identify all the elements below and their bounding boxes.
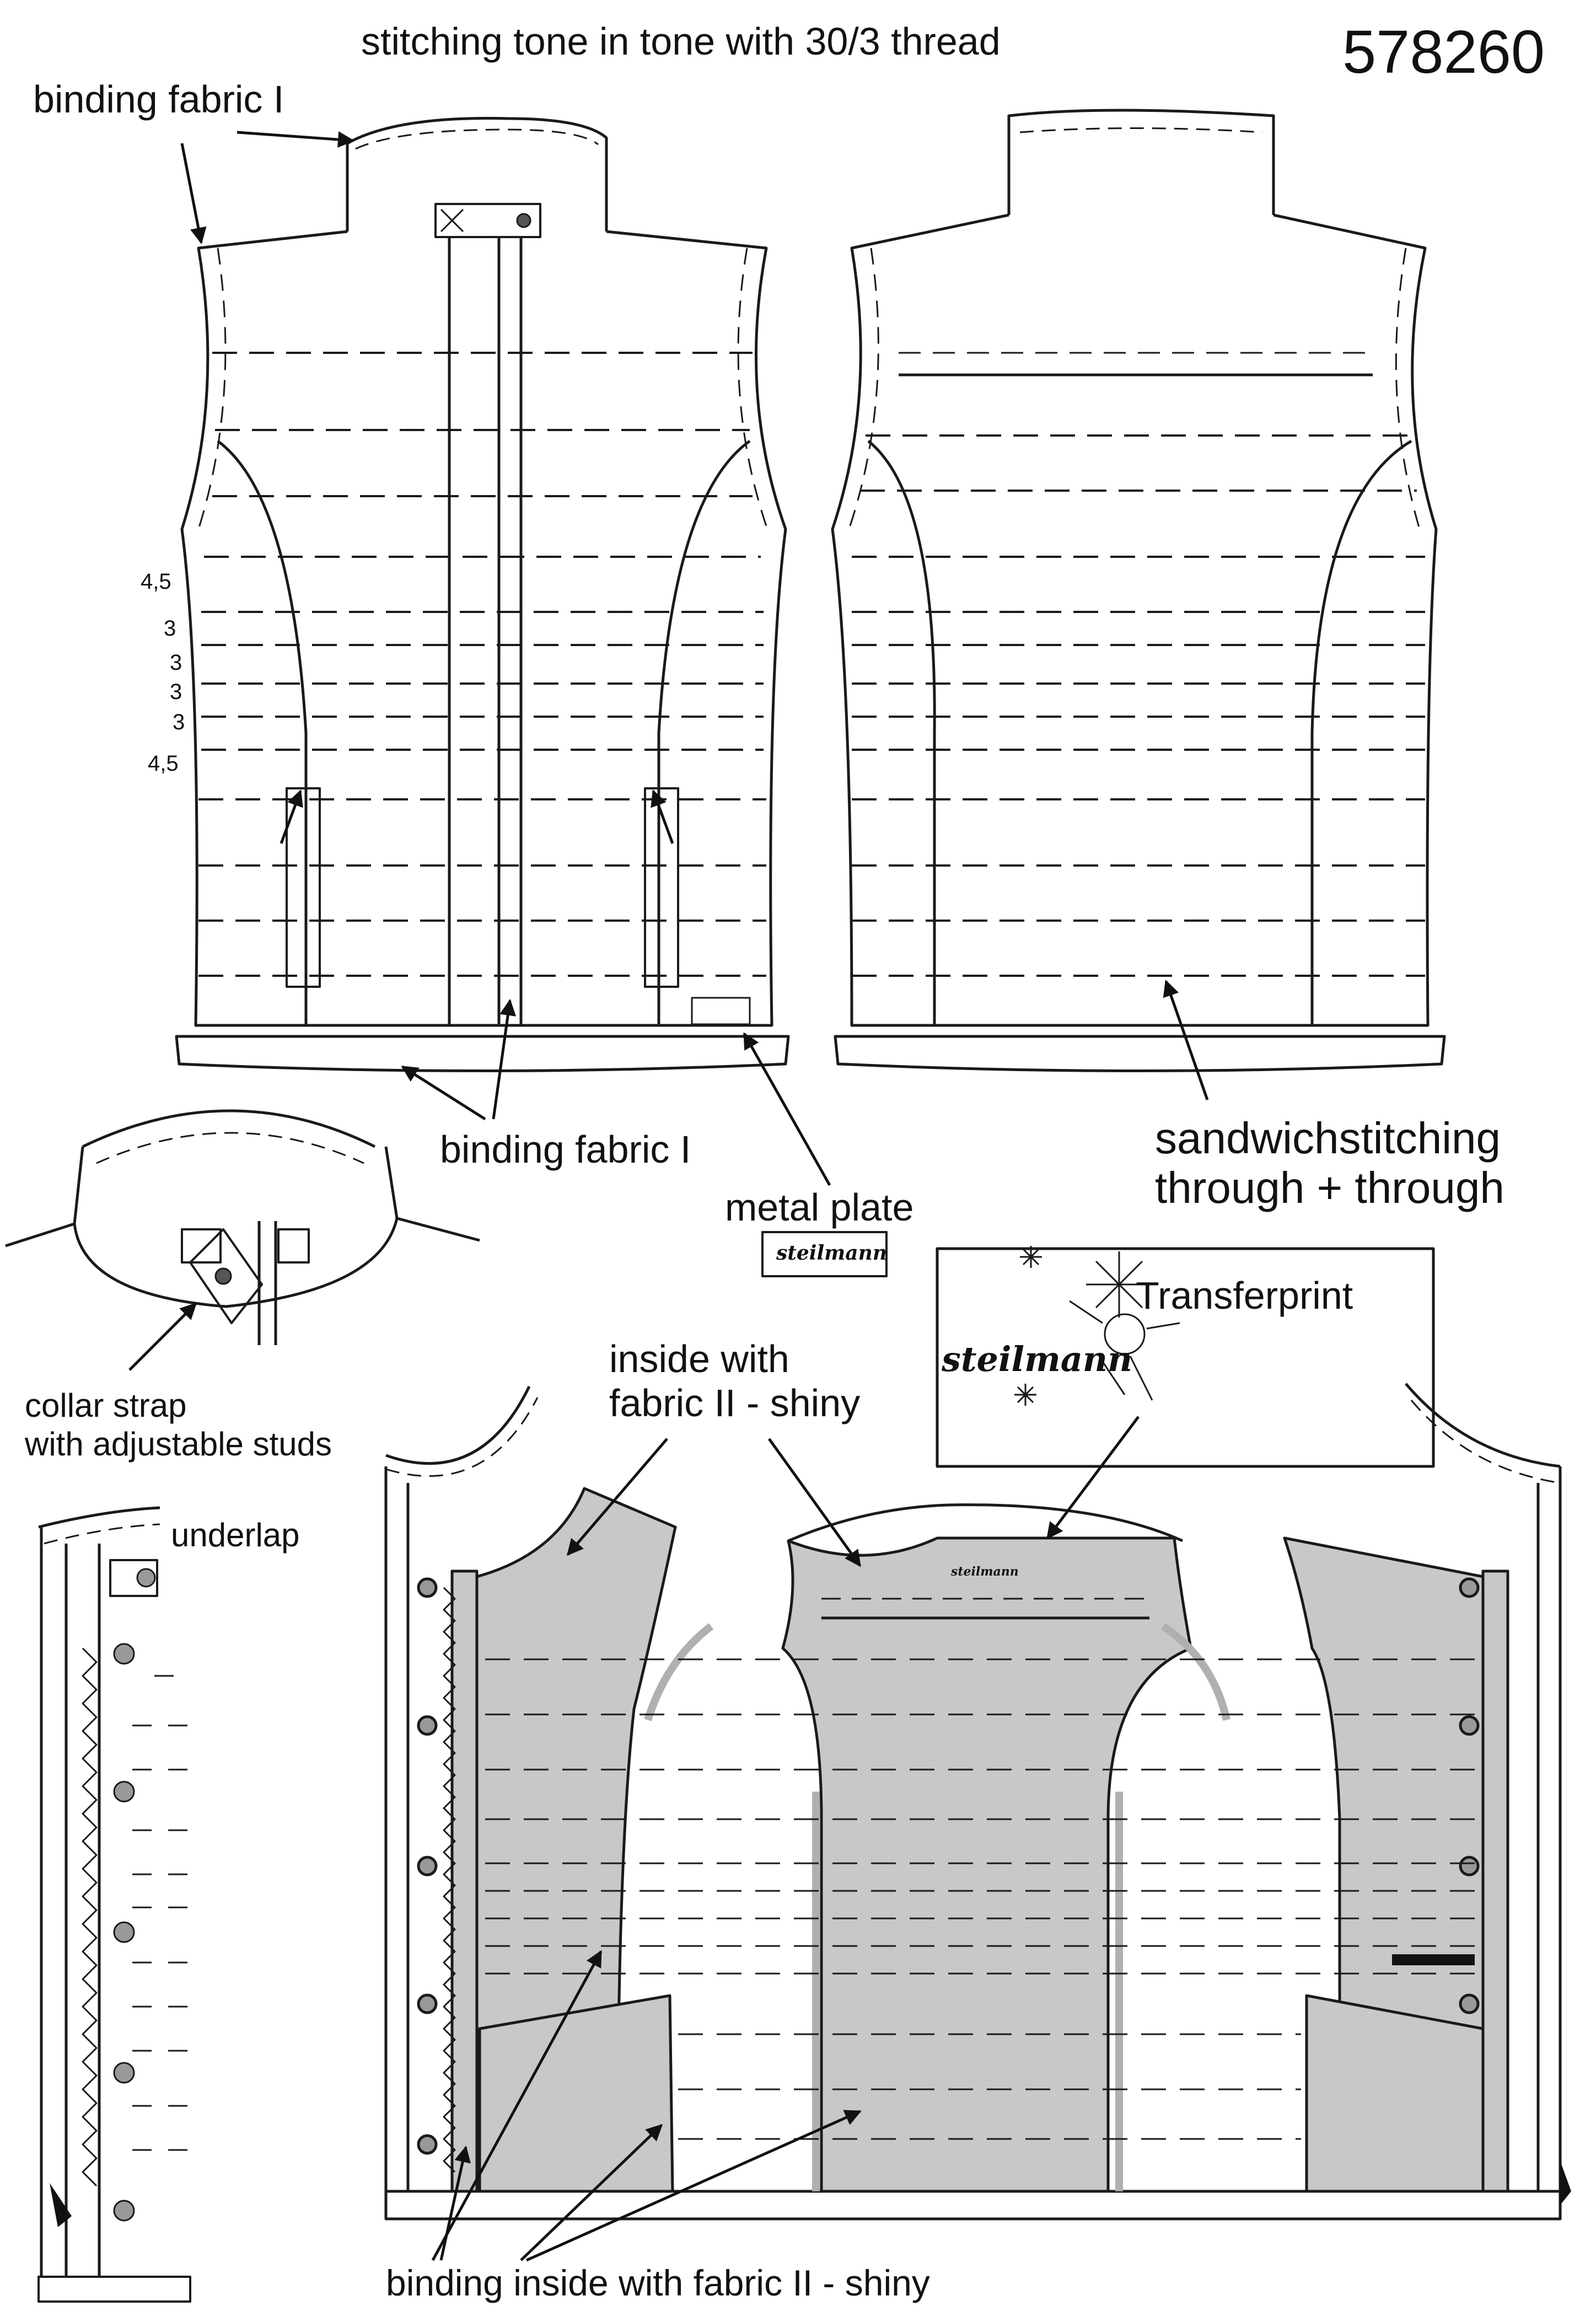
- collar-strap: [189, 1228, 263, 1324]
- back-vest: [831, 109, 1446, 1072]
- collar-detail: [5, 1109, 480, 1345]
- label-inside-1: inside with: [609, 1337, 789, 1380]
- back-hem-band: [834, 1035, 1446, 1072]
- label-transferprint: Transferprint: [1136, 1274, 1353, 1317]
- label-binding-top: binding fabric I: [33, 78, 284, 121]
- inner-pocket-right: [1305, 1994, 1485, 2193]
- front-hem-band: [175, 1035, 790, 1072]
- label-binding-hem: binding fabric I: [440, 1128, 691, 1171]
- inside-lining: [417, 1487, 1509, 2193]
- snap-icon: [516, 213, 531, 228]
- label-binding-inside: binding inside with fabric II - shiny: [386, 2262, 930, 2303]
- snowflake-icon: [1014, 1246, 1180, 1406]
- lining-front-left: [475, 1487, 677, 2193]
- metal-plate-badge: [761, 1231, 888, 1277]
- label-sandwich-2: through + through: [1155, 1163, 1504, 1212]
- label-collar-1: collar strap: [25, 1387, 187, 1424]
- inside-quilting: [485, 1658, 1477, 2140]
- stud-icon: [214, 1267, 232, 1285]
- corner-arrowheads: [50, 2161, 1571, 2227]
- quilt-spacing-5: 3: [173, 710, 185, 734]
- label-sandwich-1: sandwichstitching: [1155, 1114, 1501, 1163]
- front-seam-left: [217, 439, 308, 1025]
- front-seam-right: [657, 439, 751, 1025]
- front-collar: [346, 117, 608, 232]
- pocket-left: [286, 787, 321, 988]
- quilt-spacing-4: 3: [170, 680, 182, 704]
- quilt-spacing-6: 4,5: [148, 751, 179, 776]
- lining-back: [781, 1536, 1192, 2193]
- back-body-outline: [831, 213, 1438, 1027]
- underlap-detail: [37, 1506, 191, 2303]
- transferprint-box: [936, 1247, 1435, 1468]
- transferprint-logo: steilmann: [942, 1339, 1133, 1379]
- label-metal-plate: metal plate: [725, 1186, 914, 1229]
- label-collar-2: with adjustable studs: [25, 1426, 332, 1463]
- vest-metal-plate: [691, 997, 751, 1025]
- label-underlap: underlap: [171, 1517, 300, 1553]
- quilt-spacing-2: 3: [164, 616, 176, 641]
- label-inside-2: fabric II - shiny: [609, 1381, 861, 1424]
- front-body-outline: [180, 230, 787, 1027]
- inner-pocket-left: [478, 1994, 674, 2193]
- collar-tab: [434, 203, 541, 238]
- front-quilting: [198, 352, 766, 977]
- pocket-right: [644, 787, 679, 988]
- article-number: 578260: [1342, 18, 1545, 86]
- inside-print-logo: steilmann: [951, 1565, 1019, 1579]
- back-quilting: [852, 434, 1425, 977]
- quilt-spacing-1: 4,5: [141, 569, 171, 594]
- metal-plate-text: steilmann: [776, 1241, 887, 1265]
- back-collar: [1007, 109, 1275, 215]
- stitching-note: stitching tone in tone with 30/3 thread: [361, 20, 1001, 63]
- leader-arrows: [128, 131, 1209, 2262]
- front-vest: [175, 117, 790, 1072]
- quilt-spacing-3: 3: [170, 651, 182, 675]
